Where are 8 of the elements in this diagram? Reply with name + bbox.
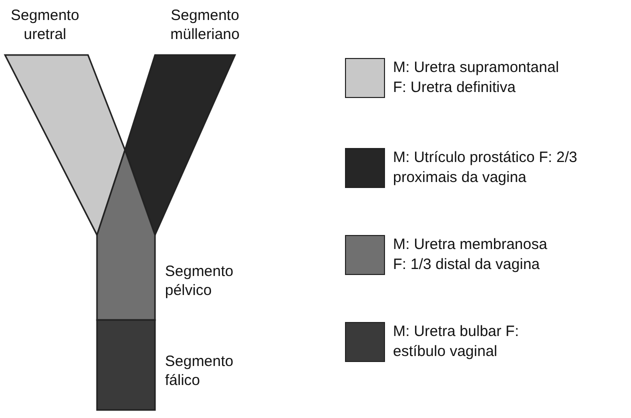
legend-text: M: Uretra bulbar F: estíbulo vaginal bbox=[393, 322, 520, 362]
segment-label: Segmento pélvico bbox=[165, 262, 234, 300]
segment-label: Segmento mülleriano bbox=[169, 6, 241, 44]
legend-text: M: Utrículo prostático F: 2/3 proximais da vagina bbox=[393, 148, 578, 188]
segment-label: Segmento uretral bbox=[10, 6, 80, 44]
legend-text: M: Uretra membranosa F: 1/3 distal da vagina bbox=[393, 235, 548, 275]
segment-label: Segmento fálico bbox=[165, 352, 234, 390]
legend-text: M: Uretra supramontanal F: Uretra definitiva bbox=[393, 58, 560, 98]
